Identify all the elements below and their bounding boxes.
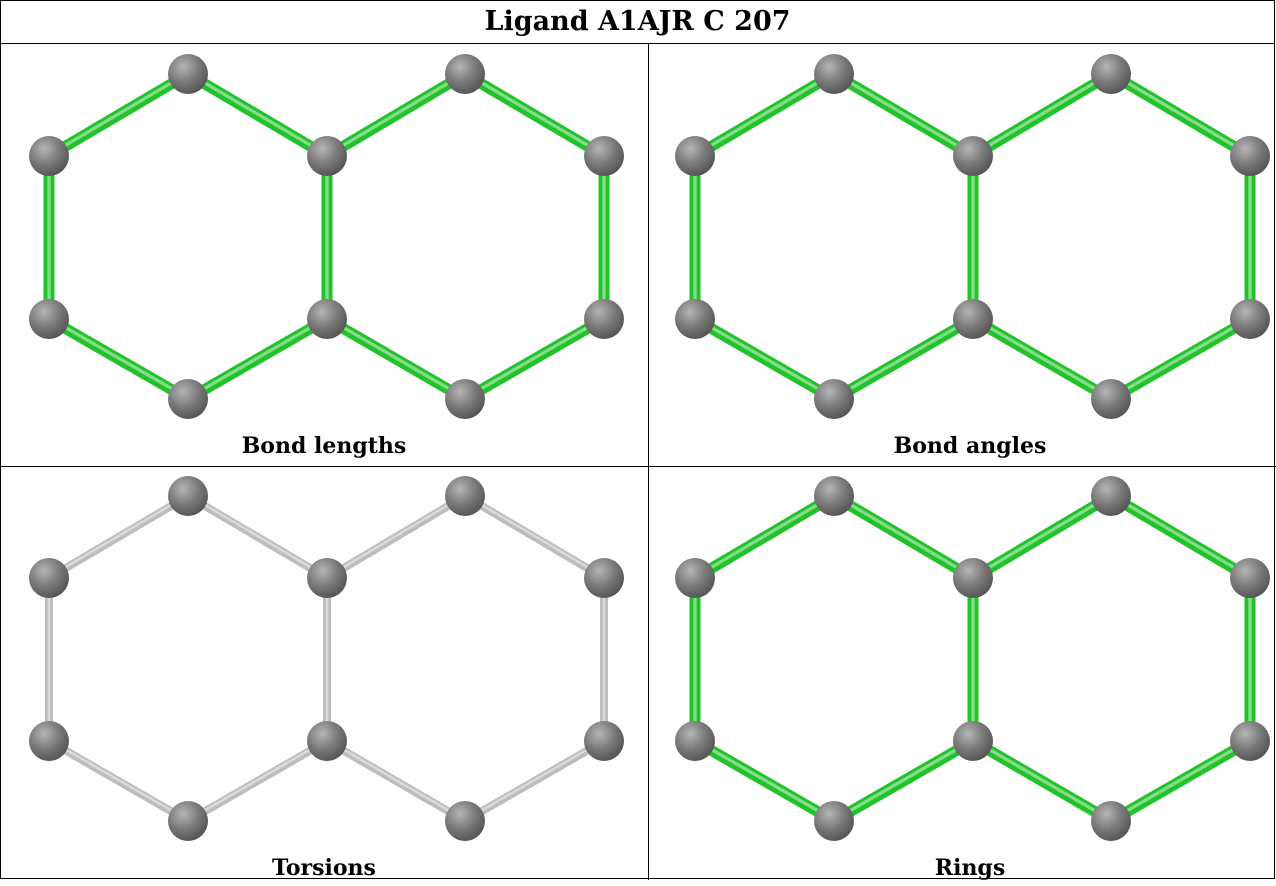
bond xyxy=(45,492,192,582)
panel-caption: Rings xyxy=(934,855,1006,881)
atom xyxy=(1091,379,1131,419)
panel-torsions: Torsions xyxy=(6,466,642,886)
atom xyxy=(953,136,993,176)
molecule-diagram xyxy=(29,476,624,841)
bond xyxy=(323,492,469,582)
bond xyxy=(182,68,333,162)
bond xyxy=(689,68,840,162)
bond xyxy=(689,313,840,405)
atom xyxy=(814,801,854,841)
atom xyxy=(1230,136,1270,176)
atom xyxy=(953,299,993,339)
panel-caption: Bond lengths xyxy=(241,433,407,459)
bond xyxy=(689,735,840,827)
bond xyxy=(43,313,194,405)
bond xyxy=(184,737,331,825)
bond xyxy=(967,735,1117,827)
atom xyxy=(814,476,854,516)
atom xyxy=(29,299,69,339)
bond xyxy=(967,490,1117,584)
atom xyxy=(584,136,624,176)
atom xyxy=(307,558,347,598)
atom xyxy=(675,721,715,761)
bond xyxy=(461,492,608,582)
atom xyxy=(168,801,208,841)
atom xyxy=(445,54,485,94)
atom xyxy=(953,558,993,598)
molecule-diagram xyxy=(675,54,1270,419)
atom xyxy=(675,558,715,598)
bond xyxy=(45,737,192,825)
atom xyxy=(307,299,347,339)
atom xyxy=(675,136,715,176)
atom xyxy=(953,721,993,761)
atom xyxy=(1230,721,1270,761)
bond xyxy=(461,737,608,825)
bond xyxy=(828,313,979,405)
bond xyxy=(689,490,840,584)
bond xyxy=(182,313,333,405)
atom xyxy=(445,379,485,419)
atom xyxy=(584,558,624,598)
molecule-diagram xyxy=(29,54,624,419)
atom xyxy=(307,721,347,761)
atom xyxy=(814,379,854,419)
atom xyxy=(445,476,485,516)
atom xyxy=(1091,476,1131,516)
bond xyxy=(1105,735,1256,827)
atom xyxy=(445,801,485,841)
panel-caption: Torsions xyxy=(272,855,376,881)
bond xyxy=(321,68,471,162)
bond xyxy=(967,313,1117,405)
atom xyxy=(168,476,208,516)
atom xyxy=(675,299,715,339)
atom xyxy=(168,54,208,94)
grid-divider-horizontal xyxy=(0,466,1276,467)
bond xyxy=(43,68,194,162)
bond xyxy=(967,68,1117,162)
atom xyxy=(29,136,69,176)
bond xyxy=(459,313,610,405)
atom xyxy=(1230,299,1270,339)
bond xyxy=(828,490,979,584)
panel-rings: Rings xyxy=(652,466,1276,886)
atom xyxy=(584,299,624,339)
bond xyxy=(184,492,331,582)
bond xyxy=(323,737,469,825)
molecule-diagram xyxy=(675,476,1270,841)
atom xyxy=(1091,54,1131,94)
atom xyxy=(168,379,208,419)
grid-divider-vertical xyxy=(648,44,649,880)
atom xyxy=(307,136,347,176)
atom xyxy=(29,721,69,761)
panel-bond-lengths: Bond lengths xyxy=(6,44,642,464)
panel-caption: Bond angles xyxy=(893,433,1047,459)
bond xyxy=(1105,68,1256,162)
atom xyxy=(584,721,624,761)
bond xyxy=(828,735,979,827)
bond xyxy=(321,313,471,405)
bond xyxy=(459,68,610,162)
atom xyxy=(814,54,854,94)
bond xyxy=(828,68,979,162)
atom xyxy=(1230,558,1270,598)
figure-title: Ligand A1AJR C 207 xyxy=(0,0,1275,44)
atom xyxy=(1091,801,1131,841)
bond xyxy=(1105,490,1256,584)
panel-bond-angles: Bond angles xyxy=(652,44,1276,464)
bond xyxy=(1105,313,1256,405)
atom xyxy=(29,558,69,598)
